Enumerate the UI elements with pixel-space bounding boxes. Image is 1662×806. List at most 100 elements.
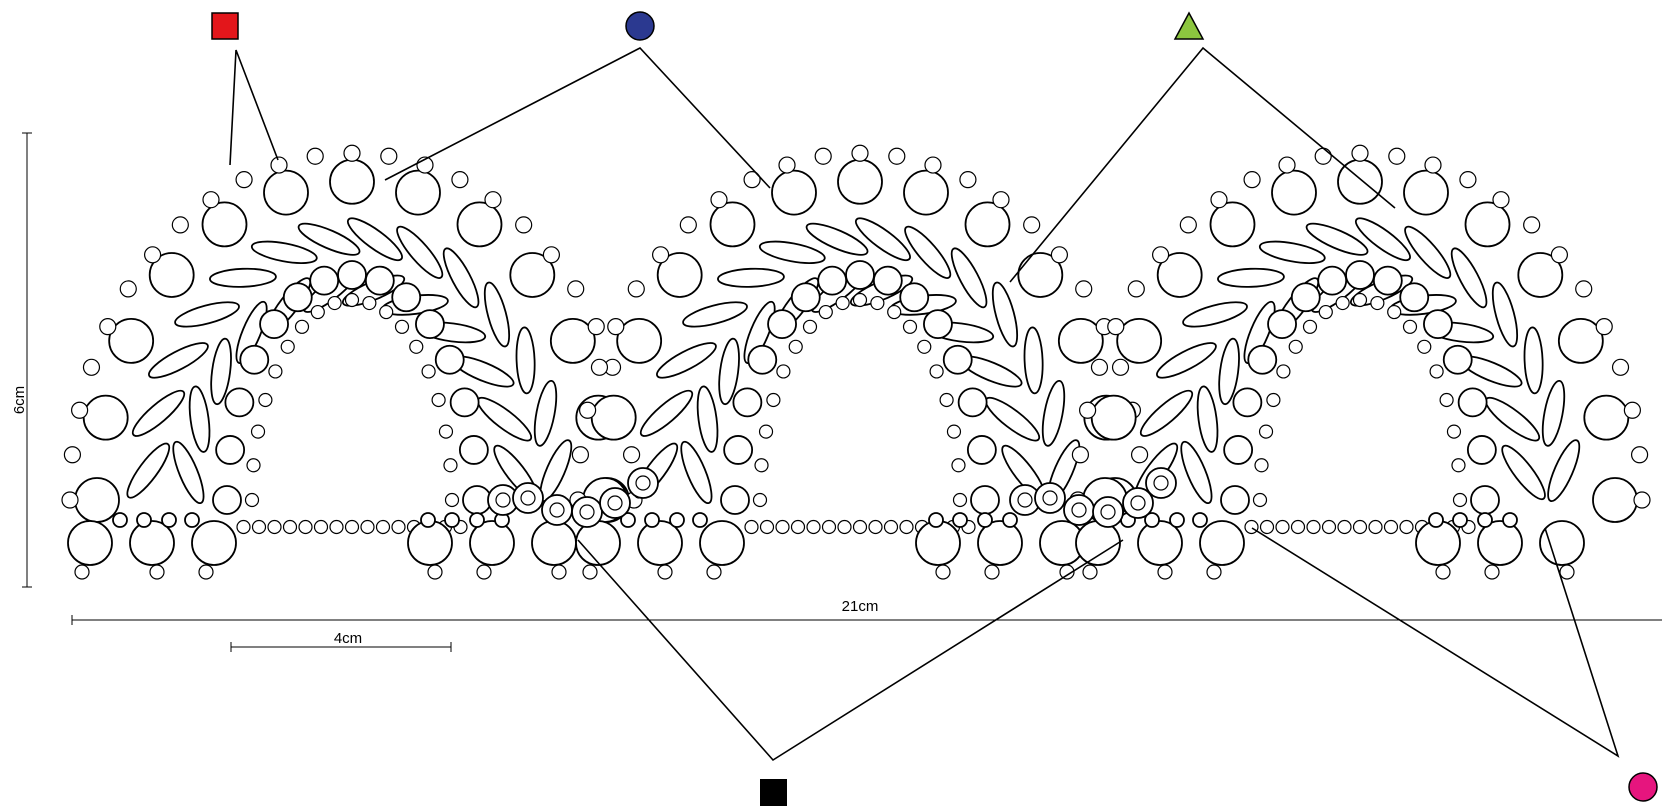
braid-leaf: [696, 385, 719, 453]
picot-bead: [343, 144, 361, 162]
base-bead: [977, 512, 993, 528]
base-bead: [1477, 512, 1493, 528]
picot-bead: [99, 318, 117, 336]
drop-bead: [657, 564, 673, 580]
chain-bead: [1290, 519, 1306, 535]
outer-bead: [108, 317, 155, 364]
inner-bead: [1345, 260, 1375, 290]
base-bead: [620, 512, 636, 528]
outer-bead: [1464, 201, 1511, 248]
picot-bead: [1075, 280, 1093, 298]
chain-bead: [391, 519, 406, 535]
inner-small-bead: [802, 319, 818, 334]
arch-motif: [569, 144, 1151, 580]
base-bead: [469, 512, 485, 528]
ring-bead-inner: [1153, 475, 1169, 491]
inner-small-bead: [946, 424, 962, 439]
square-marker-icon: [211, 12, 239, 40]
inner-small-bead: [443, 458, 458, 473]
inner-small-bead: [294, 319, 310, 334]
inner-bead: [434, 344, 465, 375]
inner-bead: [462, 485, 492, 515]
base-bead: [112, 512, 128, 528]
picot-bead: [587, 318, 605, 336]
picot-bead: [1314, 147, 1332, 165]
braid-leaf: [174, 301, 240, 328]
braid-leaf: [209, 267, 277, 288]
picot-bead: [627, 280, 645, 298]
height-label: 6cm: [11, 386, 28, 414]
ring-bead-inner: [607, 495, 623, 511]
inner-bead: [957, 387, 988, 418]
inner-small-bead: [421, 364, 436, 379]
inner-small-bead: [752, 492, 768, 508]
chain-bead: [1383, 519, 1399, 535]
inner-bead: [364, 265, 395, 296]
bottom-bead: [1137, 520, 1183, 566]
chain-bead: [1352, 519, 1368, 535]
braid-leaf: [1196, 385, 1219, 453]
drop-bead: [551, 564, 567, 580]
picot-bead: [171, 216, 189, 234]
inner-small-bead: [1451, 458, 1466, 473]
picot-bead: [1179, 216, 1197, 234]
picot-bead: [1595, 318, 1613, 336]
braid-leaf: [1156, 342, 1217, 379]
inner-small-bead: [1288, 339, 1303, 354]
inner-small-bead: [344, 292, 360, 308]
drop-bead: [706, 564, 722, 580]
drop-bead: [74, 564, 90, 580]
connector-lines: [229, 46, 1620, 762]
inner-small-bead: [852, 292, 868, 308]
picot-bead: [651, 246, 670, 264]
chain-bead: [1321, 519, 1337, 535]
braid-leaf: [297, 222, 361, 256]
outer-bead: [1090, 394, 1137, 441]
picot-bead: [1278, 156, 1296, 174]
picot-bead: [71, 401, 89, 419]
picot-bead: [567, 280, 585, 298]
base-bead: [1428, 512, 1444, 528]
drop-bead: [149, 564, 165, 580]
base-bead: [952, 512, 968, 528]
outer-bead: [1156, 252, 1203, 298]
braid-leaf: [1182, 301, 1248, 328]
chain-bead: [236, 519, 251, 535]
picot-bead: [1611, 358, 1630, 376]
inner-small-bead: [327, 295, 342, 311]
braid-leaf: [1547, 439, 1581, 502]
inner-bead: [1267, 309, 1297, 339]
chain-bead: [790, 519, 806, 535]
base-bead: [644, 512, 660, 528]
outer-bead: [509, 252, 556, 298]
base-bead: [1452, 512, 1468, 528]
braid-leaf: [680, 440, 713, 505]
chain-bead: [837, 519, 852, 535]
inner-bead: [1442, 344, 1473, 375]
inner-small-bead: [1370, 295, 1385, 311]
braid-leaf: [1501, 444, 1546, 501]
inner-small-bead: [835, 295, 850, 311]
picot-bead: [1079, 401, 1097, 419]
inner-small-bead: [776, 364, 791, 379]
inner-bead: [923, 309, 953, 339]
bottom-bead: [977, 520, 1023, 566]
inner-small-bead: [1352, 292, 1368, 308]
picot-bead: [202, 191, 220, 209]
picot-bead: [1151, 246, 1170, 264]
picot-bead: [959, 171, 977, 189]
picot-bead: [1633, 491, 1651, 509]
picot-bead: [851, 144, 869, 162]
inner-bead: [224, 387, 255, 418]
inner-bead: [1220, 485, 1250, 515]
chain-bead: [1399, 519, 1414, 535]
inner-small-bead: [917, 339, 932, 354]
outer-bead: [1017, 252, 1064, 298]
picot-bead: [1623, 401, 1641, 419]
inner-small-bead: [280, 339, 295, 354]
chain-bead: [282, 519, 298, 535]
ring-bead-inner: [1100, 504, 1116, 520]
braid-leaf: [250, 240, 318, 264]
ring-bead-inner: [579, 504, 595, 520]
braid-leaf: [854, 217, 911, 262]
